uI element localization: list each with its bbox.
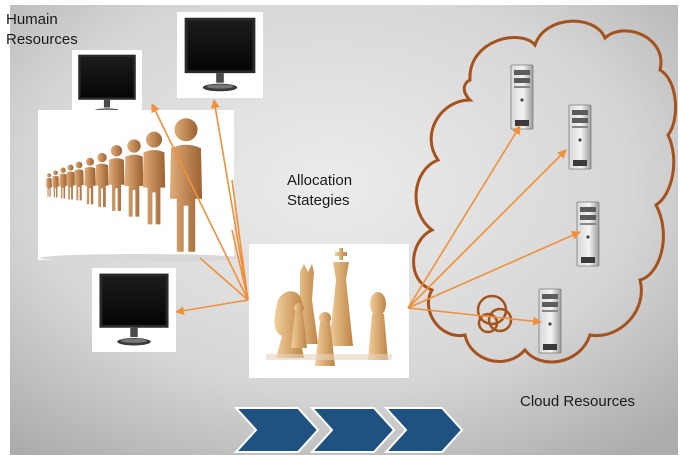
chess-pieces-image bbox=[249, 244, 409, 378]
cloud-swirl bbox=[476, 294, 513, 334]
allocation-strategies-label-line2: Stategies bbox=[287, 192, 350, 209]
arrow-to-server-1 bbox=[407, 125, 521, 309]
monitor-icon bbox=[92, 268, 176, 352]
server-tower-icon bbox=[576, 201, 600, 267]
arrow-to-monitor-2 bbox=[210, 99, 249, 301]
server-tower-icon bbox=[568, 104, 592, 170]
process-chevron bbox=[383, 407, 464, 453]
process-chevrons bbox=[233, 407, 464, 453]
arrow-to-people-2 bbox=[231, 229, 249, 301]
monitor-icon bbox=[72, 50, 142, 120]
arrow-to-server-4 bbox=[407, 307, 542, 326]
people-line-image bbox=[38, 110, 240, 262]
connector-arrows bbox=[151, 99, 581, 326]
allocation-strategies-label: Allocation Stategies bbox=[287, 171, 397, 211]
cloud-outline bbox=[412, 19, 678, 364]
cloud-resources-label: Cloud Resources bbox=[520, 393, 636, 410]
human-resources-label-line1: Humain bbox=[6, 11, 58, 28]
server-tower-icon bbox=[538, 288, 562, 354]
arrow-to-people-3 bbox=[199, 257, 249, 301]
allocation-strategies-label-line1: Allocation bbox=[287, 172, 353, 189]
arrow-to-monitor-3 bbox=[175, 299, 249, 316]
process-chevron bbox=[233, 407, 320, 453]
monitor-icon bbox=[177, 12, 263, 98]
process-chevron bbox=[309, 407, 396, 453]
arrow-to-monitor-1 bbox=[151, 103, 249, 301]
arrow-to-server-3 bbox=[407, 231, 581, 309]
human-resources-label: Humain Resources bbox=[6, 10, 116, 50]
server-tower-icon bbox=[510, 64, 534, 130]
arrow-to-server-2 bbox=[407, 149, 567, 309]
arrow-to-people-1 bbox=[231, 179, 249, 301]
human-resources-label-line2: Resources bbox=[6, 31, 78, 48]
